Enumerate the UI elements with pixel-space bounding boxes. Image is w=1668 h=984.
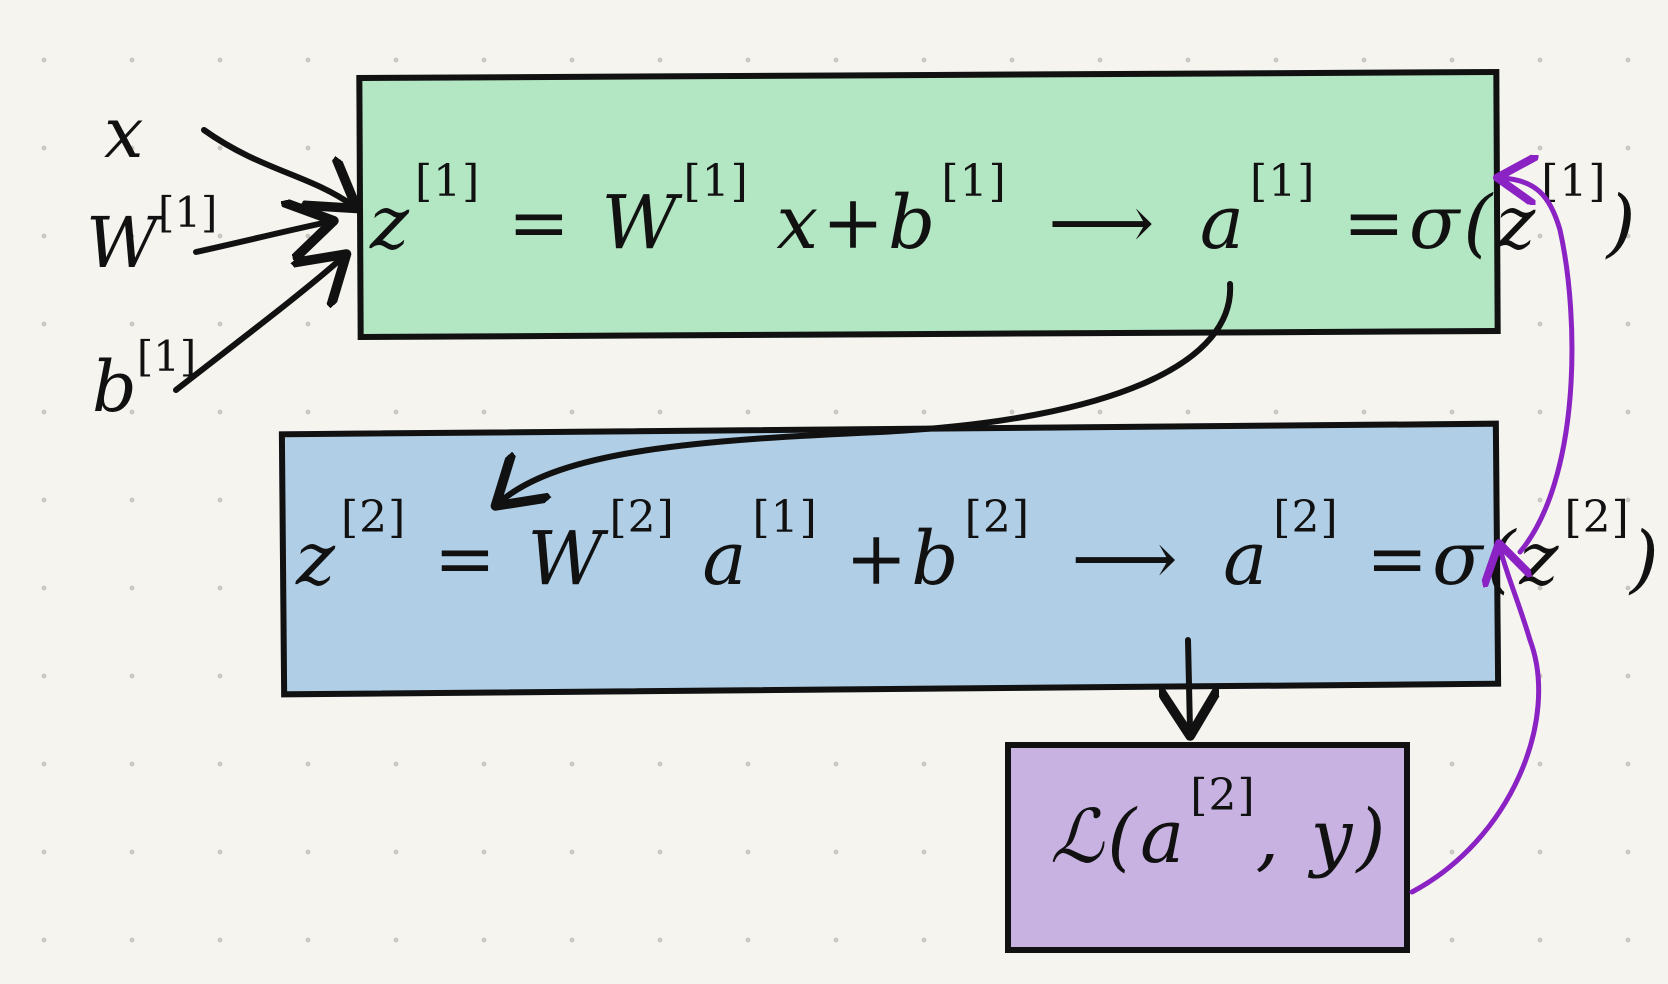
- input-x-label: x: [104, 92, 144, 174]
- input-b1-label: b[1]: [92, 332, 197, 428]
- arrow-b-to-layer1: [173, 258, 342, 393]
- layer2-plus-b: +b: [845, 516, 963, 602]
- input-w1-label: W[1]: [86, 188, 218, 284]
- layer2-a: a: [1223, 516, 1272, 602]
- backprop-loss-to-layer2: [1409, 548, 1542, 895]
- loss-equation: ℒ(a[2], y): [1050, 770, 1390, 880]
- layer2-close: ): [1629, 516, 1663, 602]
- arrow-a1-to-layer2: [500, 281, 1234, 502]
- layer2-z: z: [296, 516, 339, 602]
- layer1-arrow: ⟶: [1048, 180, 1159, 266]
- layer1-equation: z[1] = W[1] x+b[1] ⟶ a[1] =σ(z[1]): [370, 156, 1640, 266]
- layer1-w: = W: [507, 180, 682, 266]
- loss-box: [1005, 742, 1410, 953]
- arrow-x-to-layer1: [201, 127, 352, 205]
- layer1-a: a: [1199, 180, 1249, 266]
- layer2-a-in: a: [702, 516, 751, 602]
- layer1-x-plus-b: x+b: [776, 180, 940, 266]
- layer1-z: z: [370, 180, 413, 266]
- layer2-w: = W: [433, 516, 608, 602]
- backprop-layer2-to-layer1: [1502, 178, 1575, 555]
- arrow-a2-to-loss: [1188, 637, 1190, 730]
- arrow-w-to-layer1: [193, 222, 328, 252]
- layer2-arrow: ⟶: [1071, 516, 1182, 602]
- layer1-close: ): [1606, 180, 1640, 266]
- loss-open: ℒ(a: [1050, 794, 1189, 880]
- layer2-equation: z[2] = W[2] a[1] +b[2] ⟶ a[2] =σ(z[2]): [296, 492, 1663, 602]
- loss-close: , y): [1255, 794, 1390, 880]
